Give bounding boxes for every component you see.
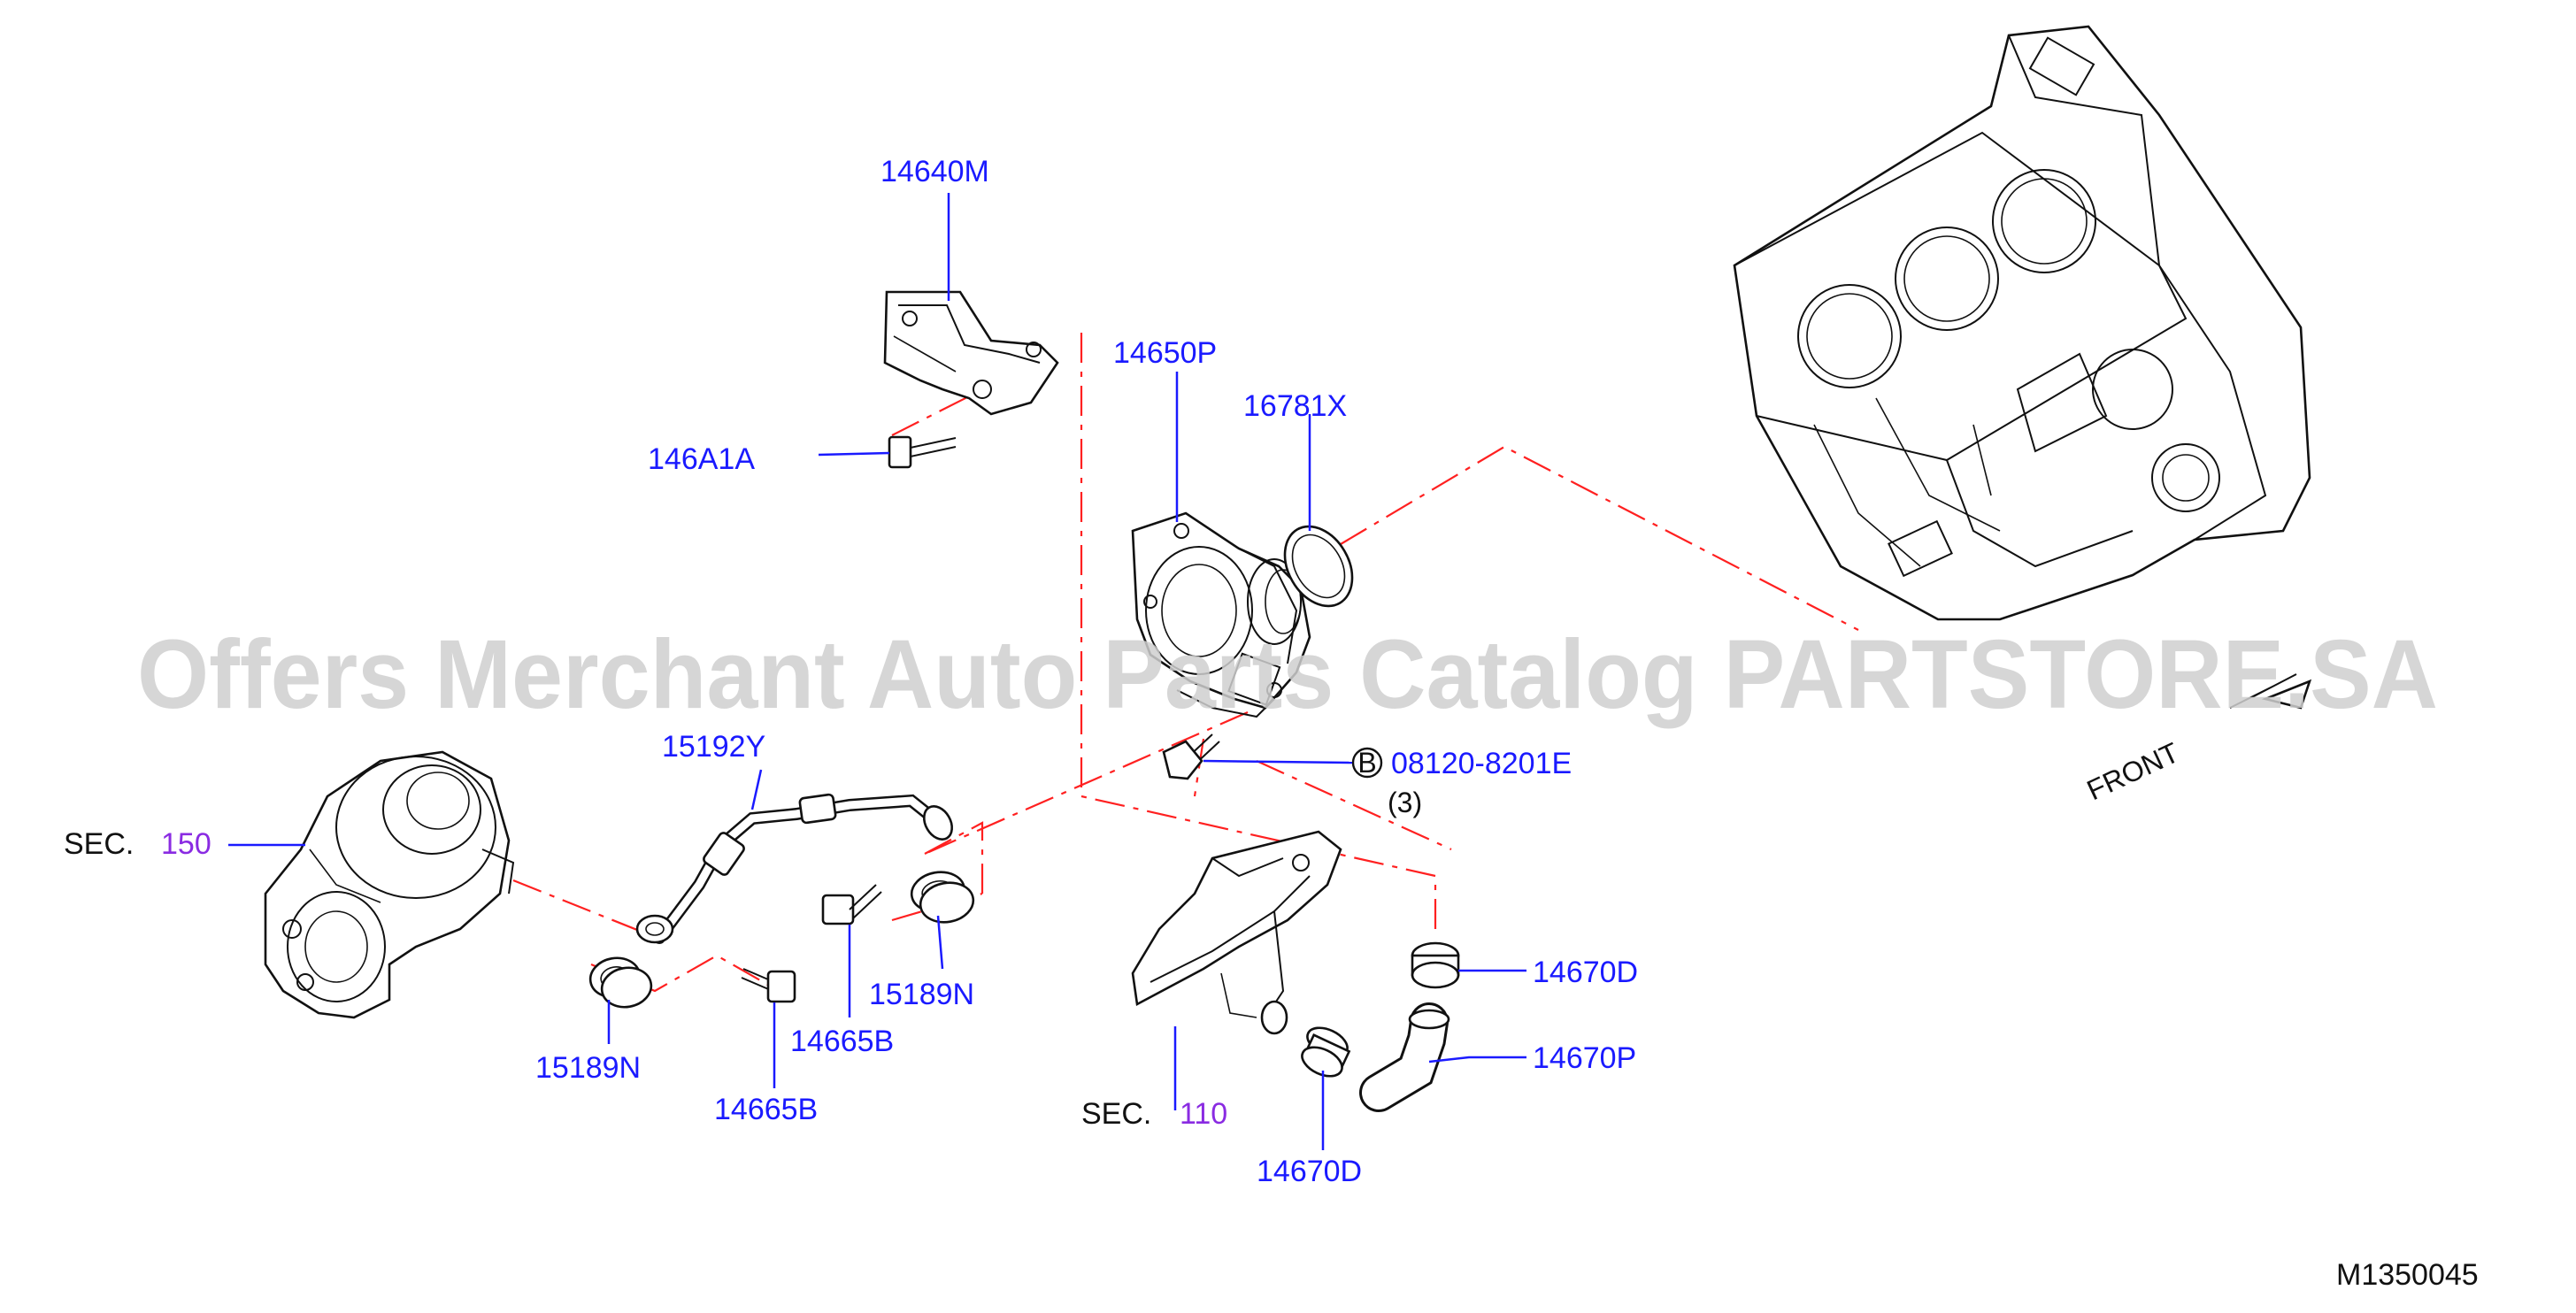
water-outlet-sec110 xyxy=(1131,830,1342,1035)
sec-110-number: 110 xyxy=(1180,1097,1227,1131)
oil-tube-15192y xyxy=(635,793,954,944)
sec-110-label: SEC. xyxy=(1081,1097,1151,1131)
alignment-lines xyxy=(512,333,1859,993)
diagram-id: M1350045 xyxy=(2336,1258,2479,1292)
clamp-14670d-bottom xyxy=(1301,1026,1351,1078)
watermark-text: Offers Merchant Auto Parts Catalog PARTS… xyxy=(137,620,2438,729)
label-15189n-right: 15189N xyxy=(869,978,974,1011)
bolt-08120 xyxy=(1162,733,1220,780)
bolt-146a1a xyxy=(888,435,957,469)
washer-15189n-left xyxy=(588,956,653,1009)
bolt-14665b-left xyxy=(741,968,796,1003)
label-14670d-top: 14670D xyxy=(1533,956,1638,989)
bolt-14665b-right xyxy=(821,884,882,925)
bracket-14640m xyxy=(883,290,1059,416)
throttle-body-14650p xyxy=(1131,511,1311,718)
label-14665b-left: 14665B xyxy=(714,1093,818,1126)
leader-lines xyxy=(228,193,1526,1150)
label-14670p: 14670P xyxy=(1533,1041,1636,1075)
washer-15189n-right xyxy=(910,871,975,924)
label-14665b-right: 14665B xyxy=(790,1025,894,1058)
clamp-14670d-top xyxy=(1411,941,1460,989)
label-08120-8201e: 08120-8201E xyxy=(1391,747,1572,780)
label-16781x: 16781X xyxy=(1243,389,1347,423)
gasket-16781x xyxy=(1283,525,1354,608)
label-14640m: 14640M xyxy=(880,155,989,188)
label-146a1a: 146A1A xyxy=(648,442,755,476)
hose-14670p xyxy=(1359,1002,1450,1112)
turbocharger-sec150 xyxy=(264,750,515,1019)
label-14650p: 14650P xyxy=(1113,336,1217,370)
circle-b-marker: B xyxy=(1351,747,1383,779)
svg-text:B: B xyxy=(1357,747,1376,779)
front-arrow-icon xyxy=(2229,673,2312,710)
label-14670d-bottom: 14670D xyxy=(1257,1155,1362,1188)
sec-150-number: 150 xyxy=(161,827,211,861)
label-08120-qty: (3) xyxy=(1388,787,1422,818)
engine-block xyxy=(1733,25,2311,621)
sec-150-label: SEC. xyxy=(64,827,134,861)
front-label: FRONT xyxy=(2082,736,2184,806)
label-15189n-left: 15189N xyxy=(535,1051,641,1085)
label-15192y: 15192Y xyxy=(662,730,765,764)
